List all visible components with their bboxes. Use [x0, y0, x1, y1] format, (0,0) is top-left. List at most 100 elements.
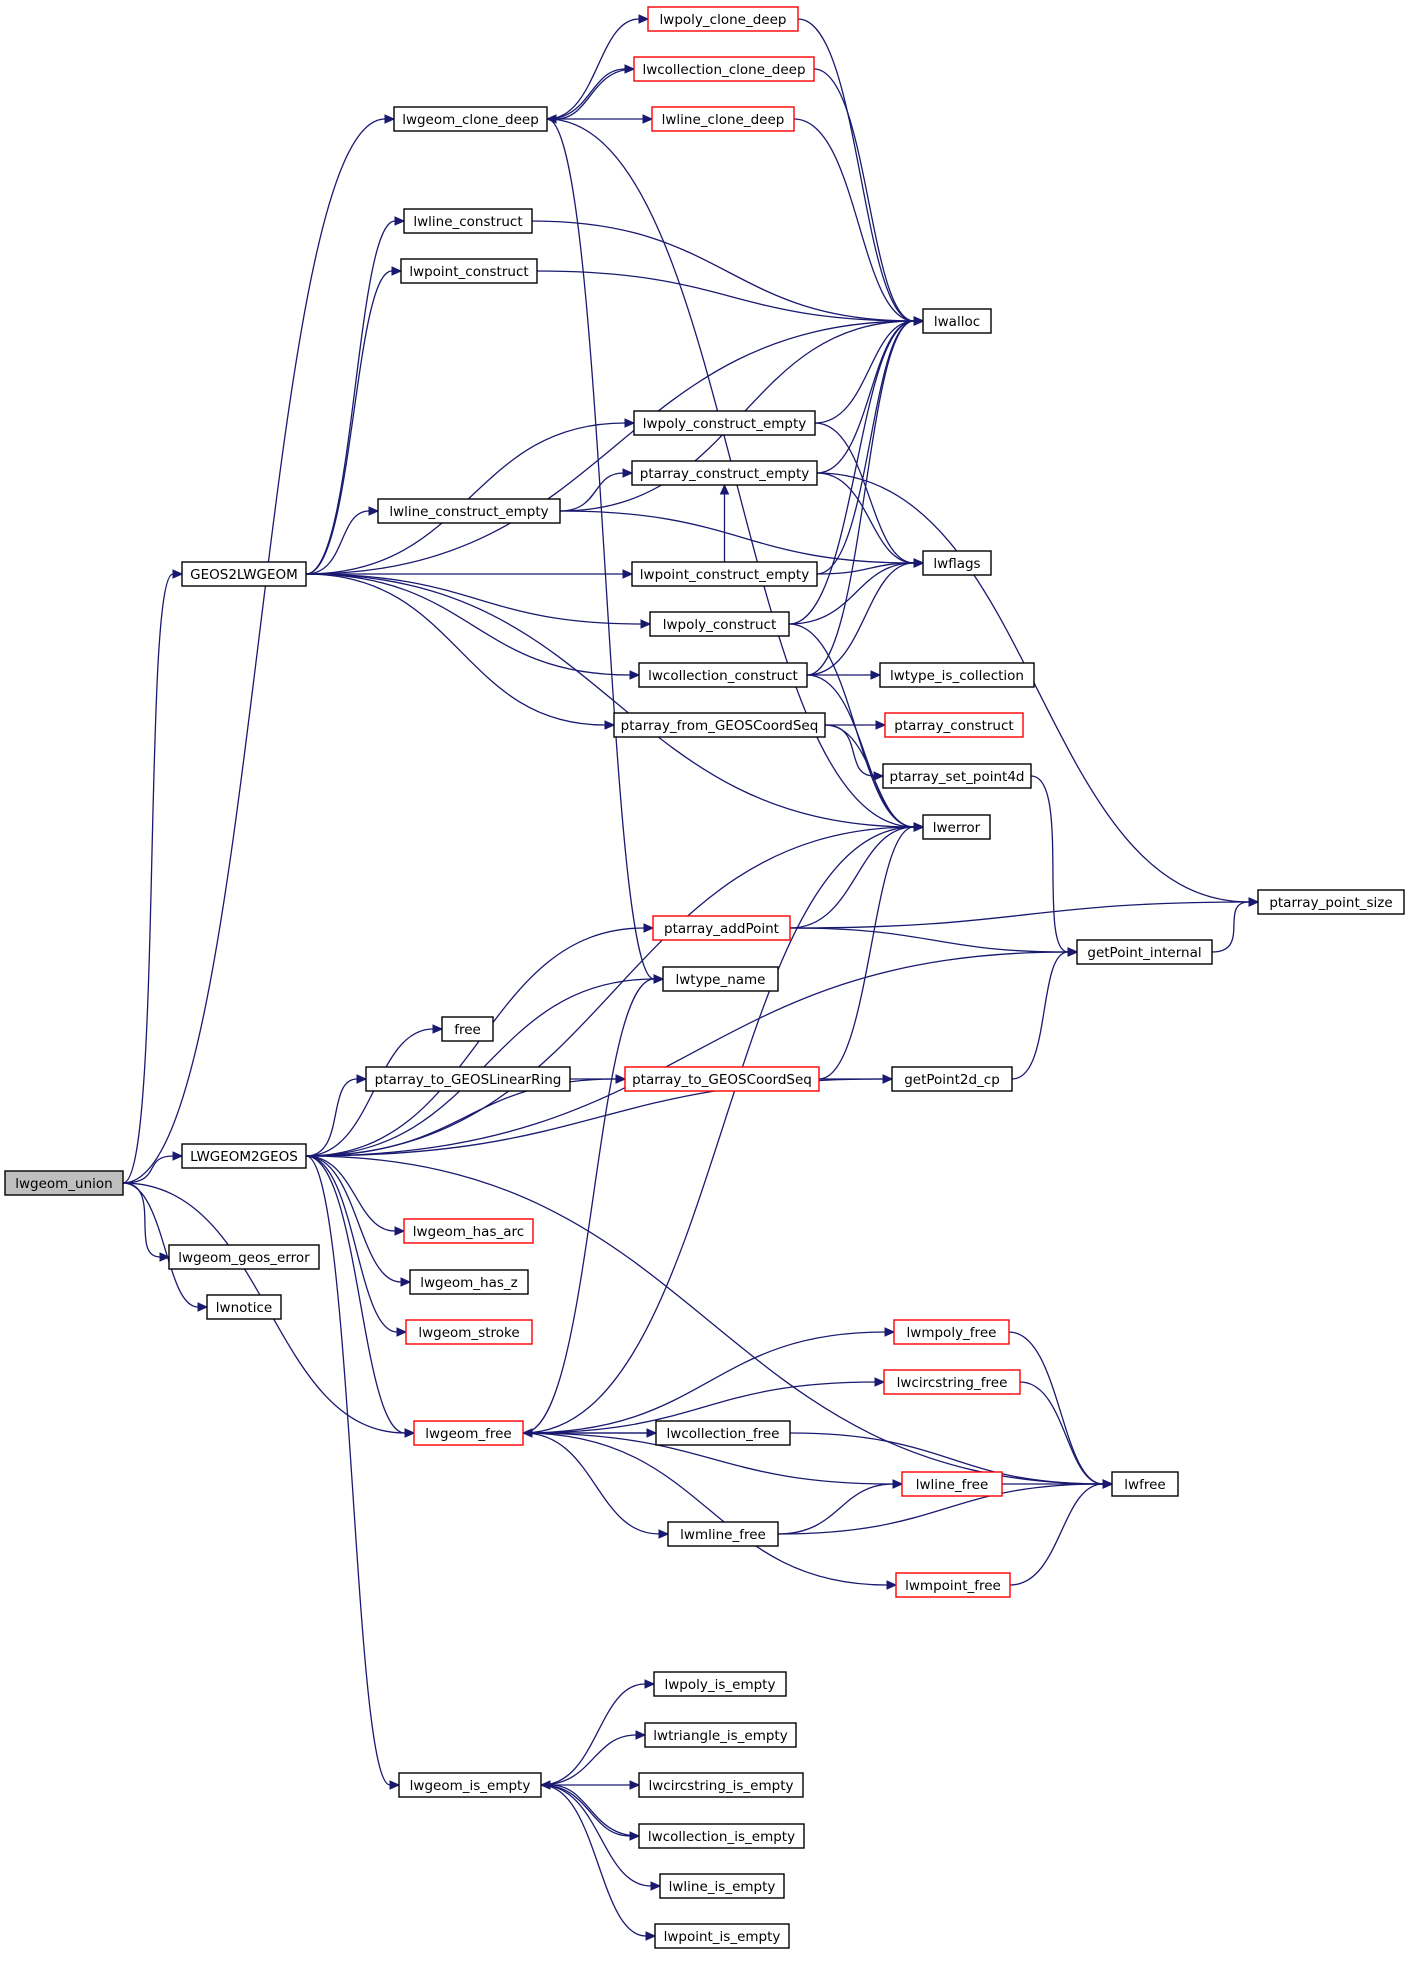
edge-lwgeom-free-to-lwmline-free	[522, 1432, 660, 1535]
node-lwline-construct-empty[interactable]: lwline_construct_empty	[377, 498, 561, 524]
edge-lwgeom-clone-deep-to-lwcollection-clone-deep	[546, 68, 626, 120]
node-lwcircstring-is-empty[interactable]: lwcircstring_is_empty	[638, 1772, 804, 1798]
node-lwpoint-construct-empty[interactable]: lwpoint_construct_empty	[631, 561, 818, 587]
node-ptarray-construct-empty[interactable]: ptarray_construct_empty	[631, 460, 818, 486]
node-lwgeom-geos-error[interactable]: lwgeom_geos_error	[168, 1244, 320, 1270]
node-box	[882, 763, 1032, 789]
node-getpoint2d-cp[interactable]: getPoint2d_cp	[891, 1066, 1013, 1092]
node-ptarray-point-size[interactable]: ptarray_point_size	[1257, 889, 1405, 915]
arrowhead-icon	[545, 114, 557, 124]
node-lwline-is-empty[interactable]: lwline_is_empty	[659, 1873, 785, 1899]
node-lwline-free[interactable]: lwline_free	[901, 1471, 1003, 1497]
node-label: ptarray_to_GEOSLinearRing	[375, 1072, 562, 1088]
node-lwcollection-free[interactable]: lwcollection_free	[655, 1420, 791, 1446]
node-label: lwgeom_clone_deep	[402, 112, 539, 128]
node-lwgeom-is-empty[interactable]: lwgeom_is_empty	[398, 1772, 542, 1798]
node-ptarray-addpoint[interactable]: ptarray_addPoint	[652, 915, 791, 941]
node-lwerror[interactable]: lwerror	[922, 814, 991, 840]
node-box	[893, 1319, 1010, 1345]
edge-lwgeom2geos-to-getpoint-internal	[305, 951, 1069, 1157]
node-label: lwfree	[1124, 1477, 1165, 1493]
node-label: LWGEOM2GEOS	[190, 1149, 298, 1165]
arrowhead-icon	[629, 670, 641, 680]
node-box	[633, 56, 815, 82]
node-ptarray-to-geoslinearring[interactable]: ptarray_to_GEOSLinearRing	[365, 1066, 571, 1092]
node-box	[181, 561, 307, 587]
node-label: ptarray_to_GEOSCoordSeq	[632, 1072, 812, 1088]
node-lwgeom-free[interactable]: lwgeom_free	[413, 1420, 524, 1446]
node-lwgeom-union[interactable]: lwgeom_union	[4, 1170, 124, 1196]
node-getpoint-internal[interactable]: getPoint_internal	[1076, 939, 1213, 965]
edge-lwgeom-union-to-lwgeom2geos	[122, 1155, 174, 1184]
node-label: lwpoly_is_empty	[665, 1677, 776, 1693]
node-box	[403, 1218, 534, 1244]
node-lwpoly-construct[interactable]: lwpoly_construct	[649, 611, 790, 637]
edge-lwcollection-construct-to-lwalloc	[806, 320, 915, 676]
edge-geos2lwgeom-to-lwpoint-construct	[305, 270, 393, 575]
node-lwgeom-stroke[interactable]: lwgeom_stroke	[405, 1319, 533, 1345]
node-lwgeom-clone-deep[interactable]: lwgeom_clone_deep	[393, 106, 548, 132]
edge-lwline-construct-empty-to-lwflags	[559, 510, 915, 564]
node-lwpoint-is-empty[interactable]: lwpoint_is_empty	[654, 1923, 790, 1949]
node-lwmpoint-free[interactable]: lwmpoint_free	[895, 1572, 1011, 1598]
edge-lwmpoly-free-to-lwfree	[1008, 1331, 1104, 1485]
edge-lwgeom-union-to-lwgeom-clone-deep	[122, 118, 386, 1184]
edge-lwgeom2geos-to-lwgeom-is-empty	[305, 1155, 391, 1786]
node-lwcollection-clone-deep[interactable]: lwcollection_clone_deep	[633, 56, 815, 82]
node-lwgeom-has-arc[interactable]: lwgeom_has_arc	[403, 1218, 534, 1244]
node-box	[409, 1269, 529, 1295]
node-lwalloc[interactable]: lwalloc	[922, 308, 992, 334]
node-box	[662, 966, 779, 992]
node-lwpoint-construct[interactable]: lwpoint_construct	[400, 258, 538, 284]
arrowhead-icon	[635, 1730, 647, 1740]
node-box	[895, 1572, 1011, 1598]
node-lwcircstring-free[interactable]: lwcircstring_free	[883, 1369, 1021, 1395]
node-lwpoly-is-empty[interactable]: lwpoly_is_empty	[653, 1671, 787, 1697]
node-ptarray-from-geoscoordseq[interactable]: ptarray_from_GEOSCoordSeq	[613, 712, 826, 738]
node-lwpoly-clone-deep[interactable]: lwpoly_clone_deep	[647, 6, 799, 32]
node-lwline-construct[interactable]: lwline_construct	[403, 208, 533, 234]
edge-ptarray-addpoint-to-getpoint-internal	[789, 927, 1069, 953]
node-ptarray-set-point4d[interactable]: ptarray_set_point4d	[882, 763, 1032, 789]
node-box	[631, 460, 818, 486]
arrowhead-icon	[394, 216, 406, 226]
node-lwflags[interactable]: lwflags	[922, 550, 992, 576]
node-label: lwgeom_geos_error	[178, 1250, 310, 1266]
node-box	[654, 1923, 790, 1949]
node-ptarray-construct[interactable]: ptarray_construct	[884, 712, 1024, 738]
node-lwcollection-is-empty[interactable]: lwcollection_is_empty	[638, 1823, 805, 1849]
node-label: lwcircstring_free	[897, 1375, 1008, 1391]
node-lwtype-name[interactable]: lwtype_name	[662, 966, 779, 992]
arrowhead-icon	[640, 619, 652, 629]
node-lwline-clone-deep[interactable]: lwline_clone_deep	[651, 106, 795, 132]
node-lwtriangle-is-empty[interactable]: lwtriangle_is_empty	[644, 1722, 797, 1748]
edge-lwcollection-is-empty-to-lwgeom-is-empty	[549, 1784, 640, 1837]
edge-lwgeom-is-empty-to-lwpoly-is-empty	[540, 1683, 646, 1786]
arrowhead-icon	[400, 1277, 412, 1287]
node-label: lwgeom_free	[425, 1426, 511, 1442]
edge-lwpoly-construct-to-lwflags	[788, 562, 915, 625]
node-lwcollection-construct[interactable]: lwcollection_construct	[638, 662, 808, 688]
node-label: lwflags	[933, 556, 980, 572]
node-label: lwmpoly_free	[907, 1325, 997, 1341]
edge-lwgeom2geos-to-ptarray-addpoint	[305, 927, 645, 1157]
node-free[interactable]: free	[441, 1016, 494, 1042]
node-label: lwnotice	[216, 1300, 272, 1316]
edge-lwmline-free-to-lwline-free	[777, 1483, 894, 1535]
node-box	[922, 814, 991, 840]
node-label: lwcollection_free	[667, 1426, 780, 1442]
node-lwgeom2geos[interactable]: LWGEOM2GEOS	[181, 1143, 307, 1169]
node-lwfree[interactable]: lwfree	[1111, 1471, 1179, 1497]
node-lwnotice[interactable]: lwnotice	[206, 1294, 282, 1320]
arrowhead-icon	[913, 316, 925, 326]
node-box	[181, 1143, 307, 1169]
node-lwmpoly-free[interactable]: lwmpoly_free	[893, 1319, 1010, 1345]
node-lwgeom-has-z[interactable]: lwgeom_has_z	[409, 1269, 529, 1295]
node-lwtype-is-collection[interactable]: lwtype_is_collection	[879, 662, 1035, 688]
edge-lwgeom-union-to-lwgeom-geos-error	[122, 1182, 161, 1258]
node-geos2lwgeom[interactable]: GEOS2LWGEOM	[181, 561, 307, 587]
node-lwmline-free[interactable]: lwmline_free	[667, 1521, 779, 1547]
arrowhead-icon	[622, 569, 634, 579]
node-lwpoly-construct-empty[interactable]: lwpoly_construct_empty	[633, 410, 816, 436]
node-ptarray-to-geoscoordseq[interactable]: ptarray_to_GEOSCoordSeq	[624, 1066, 820, 1092]
